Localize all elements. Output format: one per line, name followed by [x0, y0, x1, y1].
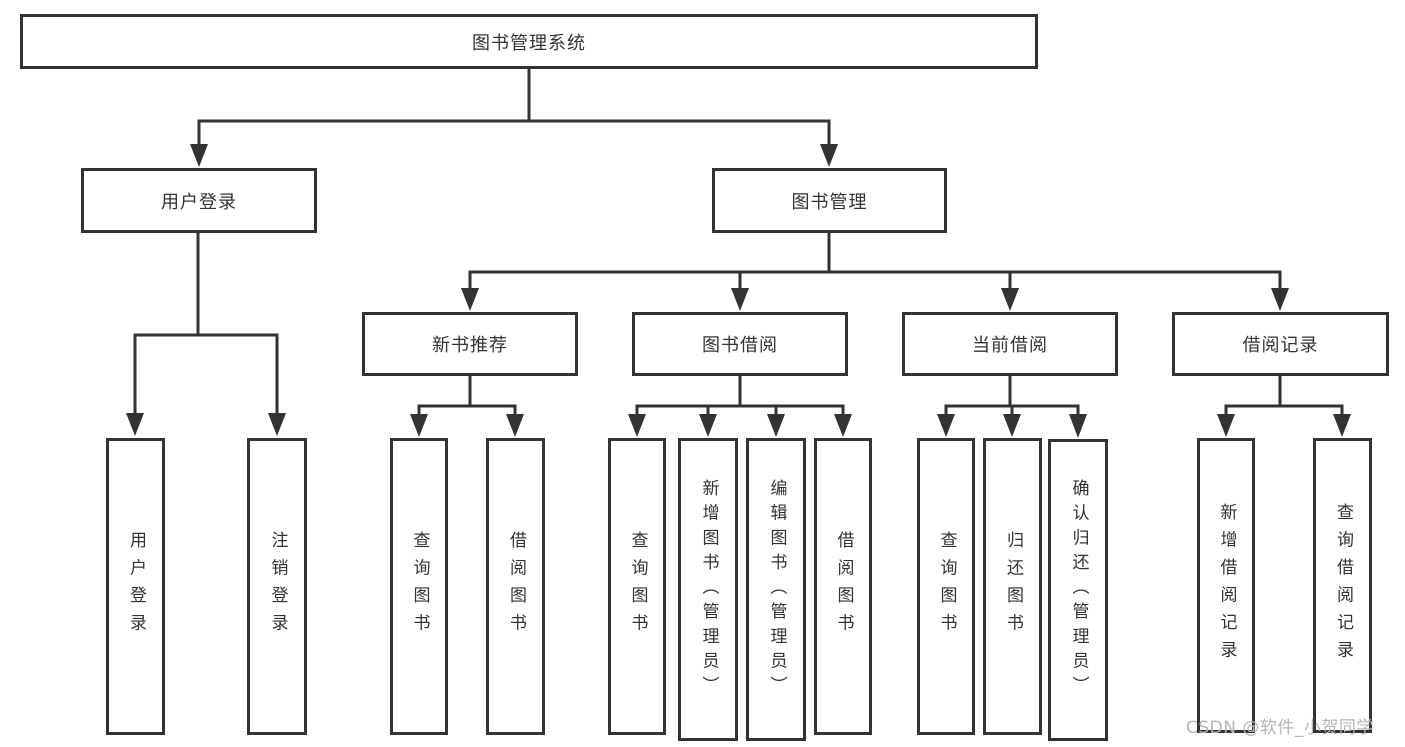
node-current-borrow: 当前借阅	[902, 312, 1118, 376]
arrowhead-icons	[126, 144, 1351, 438]
leaf-add-book-admin: 新增图书（管理员）	[678, 438, 738, 741]
node-new-book-recommend: 新书推荐	[362, 312, 578, 376]
leaf-edit-book-admin: 编辑图书（管理员）	[746, 438, 806, 741]
arrow-down-icon	[628, 414, 646, 437]
arrow-down-icon	[1333, 414, 1351, 437]
leaf-query-books-recommend: 查询图书	[390, 438, 448, 735]
arrow-down-icon	[126, 413, 144, 436]
leaf-user-login-label: 用户登录	[126, 531, 146, 642]
arrow-down-icon	[1069, 414, 1087, 438]
arrow-down-icon	[820, 144, 838, 167]
node-current-borrow-label: 当前借阅	[972, 335, 1048, 356]
node-book-management: 图书管理	[712, 168, 947, 233]
leaf-edit-book-admin-label: 编辑图书（管理员）	[766, 478, 787, 701]
node-user-login-label: 用户登录	[161, 191, 237, 213]
node-user-login: 用户登录	[81, 168, 317, 233]
leaf-user-login: 用户登录	[106, 438, 165, 735]
leaf-query-books-current-label: 查询图书	[936, 531, 957, 642]
arrow-down-icon	[410, 414, 428, 437]
arrow-down-icon	[1001, 288, 1019, 311]
node-new-book-recommend-label: 新书推荐	[432, 335, 508, 356]
leaf-confirm-return-admin-label: 确认归还（管理员）	[1068, 479, 1089, 701]
arrow-down-icon	[937, 414, 955, 437]
arrow-down-icon	[1217, 414, 1235, 437]
leaf-borrow-books-borrow-label: 借阅图书	[833, 531, 854, 642]
arrow-down-icon	[767, 414, 785, 437]
leaf-query-books-borrow-label: 查询图书	[627, 531, 648, 642]
leaf-query-books-recommend-label: 查询图书	[409, 531, 430, 642]
leaf-borrow-books-recommend: 借阅图书	[486, 438, 545, 735]
leaf-return-book-label: 归还图书	[1003, 531, 1023, 642]
node-root-system: 图书管理系统	[20, 14, 1038, 69]
arrow-down-icon	[506, 414, 524, 437]
arrow-down-icon	[461, 288, 479, 311]
leaf-logout-label: 注销登录	[267, 531, 288, 642]
leaf-add-borrow-record-label: 新增借阅记录	[1216, 502, 1237, 669]
arrow-down-icon	[731, 288, 749, 311]
leaf-query-borrow-record-label: 查询借阅记录	[1333, 502, 1353, 669]
leaf-query-borrow-record: 查询借阅记录	[1313, 438, 1372, 733]
leaf-return-book: 归还图书	[983, 438, 1042, 735]
node-book-management-label: 图书管理	[791, 191, 868, 213]
node-borrow-records-label: 借阅记录	[1242, 335, 1319, 356]
node-book-borrow-label: 图书借阅	[702, 335, 778, 356]
arrow-down-icon	[834, 414, 852, 437]
arrow-down-icon	[1271, 288, 1289, 311]
node-book-borrow: 图书借阅	[632, 312, 848, 376]
leaf-query-books-current: 查询图书	[917, 438, 975, 735]
node-root-label: 图书管理系统	[472, 32, 586, 54]
node-borrow-records: 借阅记录	[1172, 312, 1389, 376]
leaf-confirm-return-admin: 确认归还（管理员）	[1048, 439, 1108, 741]
arrow-down-icon	[190, 144, 208, 167]
leaf-add-borrow-record: 新增借阅记录	[1197, 438, 1255, 733]
arrow-down-icon	[268, 413, 286, 436]
leaf-borrow-books-recommend-label: 借阅图书	[506, 531, 526, 642]
leaf-logout: 注销登录	[247, 438, 307, 735]
leaf-query-books-borrow: 查询图书	[608, 438, 666, 735]
leaf-add-book-admin-label: 新增图书（管理员）	[698, 478, 719, 701]
arrow-down-icon	[699, 414, 717, 437]
arrow-down-icon	[1003, 414, 1021, 437]
leaf-borrow-books-borrow: 借阅图书	[814, 438, 872, 735]
csdn-watermark: CSDN @软件_小贺同学	[1186, 718, 1374, 738]
